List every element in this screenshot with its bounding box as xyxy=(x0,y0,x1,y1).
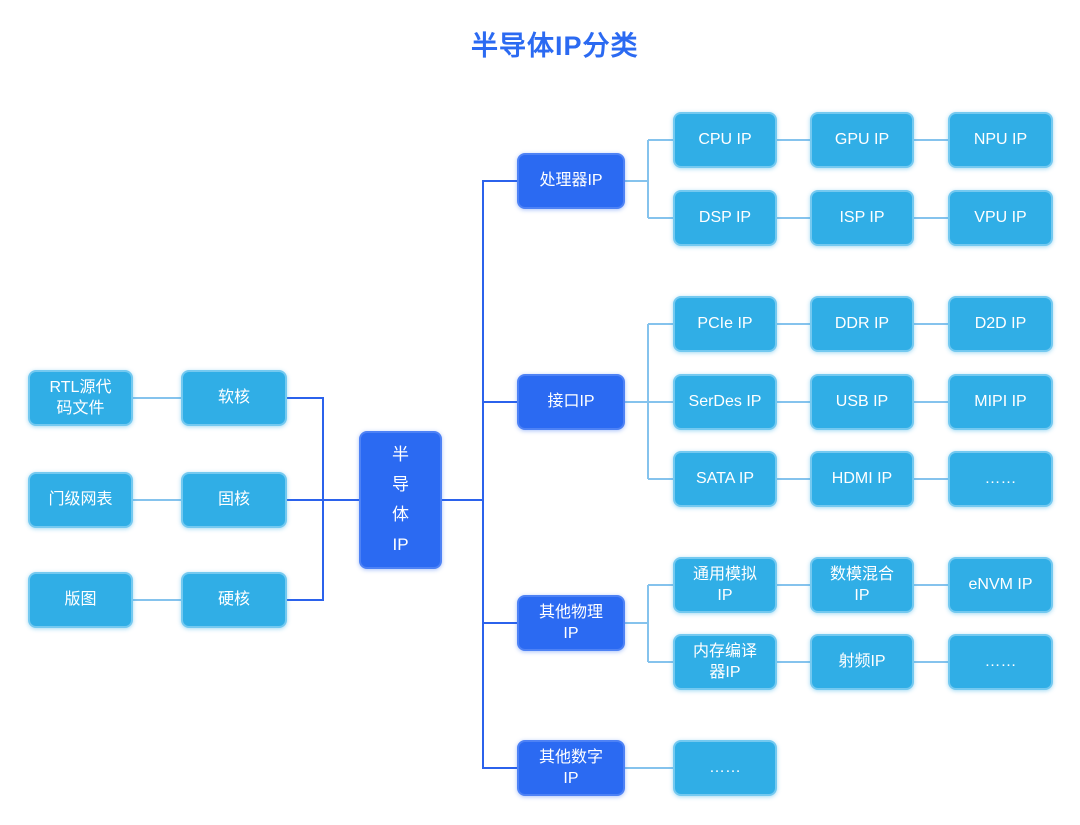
diagram-title: 半导体IP分类 xyxy=(471,31,639,61)
branch-other-physical-ip: 其他物理 IP xyxy=(517,595,625,651)
node-hard-core: 硬核 xyxy=(181,572,287,628)
node-firm-core: 固核 xyxy=(181,472,287,528)
node-layout: 版图 xyxy=(28,572,133,628)
node-pcie-ip: PCIe IP xyxy=(673,296,777,352)
node-sata-ip: SATA IP xyxy=(673,451,777,507)
node-physical-ellipsis: …… xyxy=(948,634,1053,690)
node-envm-ip: eNVM IP xyxy=(948,557,1053,613)
node-semiconductor-ip-root: 半 导 体 IP xyxy=(359,431,442,569)
node-gpu-ip: GPU IP xyxy=(810,112,914,168)
branch-interface-ip: 接口IP xyxy=(517,374,625,430)
node-cpu-ip: CPU IP xyxy=(673,112,777,168)
branch-processor-ip: 处理器IP xyxy=(517,153,625,209)
node-rf-ip: 射频IP xyxy=(810,634,914,690)
node-general-analog-ip: 通用模拟 IP xyxy=(673,557,777,613)
node-dsp-ip: DSP IP xyxy=(673,190,777,246)
node-rtl-source-file: RTL源代 码文件 xyxy=(28,370,133,426)
node-serdes-ip: SerDes IP xyxy=(673,374,777,430)
node-gate-netlist: 门级网表 xyxy=(28,472,133,528)
node-ddr-ip: DDR IP xyxy=(810,296,914,352)
node-vpu-ip: VPU IP xyxy=(948,190,1053,246)
node-soft-core: 软核 xyxy=(181,370,287,426)
node-mixed-signal-ip: 数模混合 IP xyxy=(810,557,914,613)
node-mipi-ip: MIPI IP xyxy=(948,374,1053,430)
node-memory-compiler-ip: 内存编译 器IP xyxy=(673,634,777,690)
node-isp-ip: ISP IP xyxy=(810,190,914,246)
node-hdmi-ip: HDMI IP xyxy=(810,451,914,507)
node-npu-ip: NPU IP xyxy=(948,112,1053,168)
node-usb-ip: USB IP xyxy=(810,374,914,430)
node-d2d-ip: D2D IP xyxy=(948,296,1053,352)
node-interface-ellipsis: …… xyxy=(948,451,1053,507)
branch-other-digital-ip: 其他数字 IP xyxy=(517,740,625,796)
node-digital-ellipsis: …… xyxy=(673,740,777,796)
